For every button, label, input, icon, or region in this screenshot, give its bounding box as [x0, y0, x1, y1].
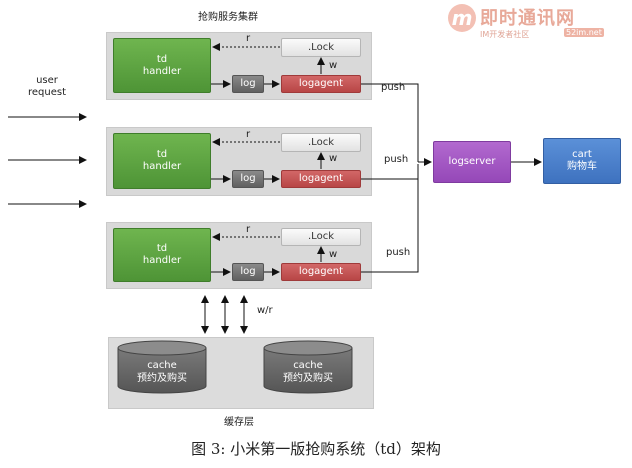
- cache-2-label: cache 预约及购买: [283, 360, 333, 384]
- logagent-1: logagent: [281, 75, 361, 93]
- cache-layer-label: 缓存层: [224, 417, 254, 428]
- td-handler-1: td handler: [113, 38, 211, 93]
- r-label-2: r: [246, 129, 251, 140]
- td-handler-3: td handler: [113, 228, 211, 282]
- cache-cylinder-1: [117, 340, 207, 394]
- lock-2: .Lock: [281, 133, 361, 152]
- cluster-title: 抢购服务集群: [198, 12, 258, 23]
- lock-1: .Lock: [281, 38, 361, 57]
- r-label-1: r: [246, 33, 251, 44]
- log-1: log: [232, 75, 264, 93]
- rw-label: w/r: [257, 305, 273, 316]
- cache-cylinder-2: [263, 340, 353, 394]
- watermark-url: 52im.net: [564, 28, 604, 37]
- user-request-label: user request: [28, 75, 67, 98]
- logserver-box: logserver: [433, 141, 511, 183]
- watermark-logo-icon: m: [448, 4, 476, 32]
- push-label-1: push: [381, 82, 406, 93]
- w-label-3: w: [329, 249, 338, 260]
- logagent-2: logagent: [281, 170, 361, 188]
- w-label-2: w: [329, 153, 338, 164]
- td-handler-2: td handler: [113, 133, 211, 189]
- log-3: log: [232, 263, 264, 281]
- r-label-3: r: [246, 224, 251, 235]
- watermark-title: 即时通讯网: [480, 8, 575, 29]
- lock-3: .Lock: [281, 228, 361, 246]
- push-label-3: push: [386, 247, 411, 258]
- cart-box: cart 购物车: [543, 138, 621, 184]
- watermark-subtitle: IM开发者社区: [480, 30, 530, 39]
- figure-caption: 图 3: 小米第一版抢购系统（td）架构: [191, 440, 441, 458]
- cache-1-label: cache 预约及购买: [137, 360, 187, 384]
- push-label-2: push: [384, 154, 409, 165]
- logagent-3: logagent: [281, 263, 361, 281]
- log-2: log: [232, 170, 264, 188]
- w-label-1: w: [329, 60, 338, 71]
